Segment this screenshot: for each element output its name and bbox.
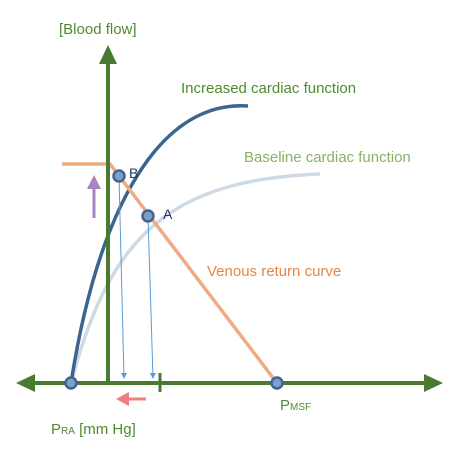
point-a <box>141 209 155 223</box>
increased-cardiac-function-label: Increased cardiac function <box>181 80 356 97</box>
x-axis-left-arrowhead <box>16 374 35 392</box>
y-axis-arrowhead <box>99 45 117 64</box>
baseline-cardiac-function-curve <box>69 172 321 384</box>
origin-point <box>64 376 78 390</box>
point-b-label: B <box>129 165 138 181</box>
venous-return-curve-label: Venous return curve <box>207 263 341 280</box>
pmsf-label: PMSF <box>280 397 311 414</box>
drop-line-b <box>118 175 127 379</box>
x-axis-right-arrowhead <box>424 374 443 392</box>
pmsf-point <box>270 376 284 390</box>
point-b <box>112 169 126 183</box>
point-a-label: A <box>163 206 173 222</box>
left-arrow-head <box>116 392 129 406</box>
up-arrow-head <box>87 175 101 189</box>
increased-cardiac-function-curve <box>69 104 249 384</box>
y-axis-label: [Blood flow] <box>59 21 137 38</box>
x-axis-label: PRA [mm Hg] <box>51 421 136 438</box>
baseline-cardiac-function-label: Baseline cardiac function <box>244 149 411 166</box>
drop-line-a <box>147 215 156 379</box>
